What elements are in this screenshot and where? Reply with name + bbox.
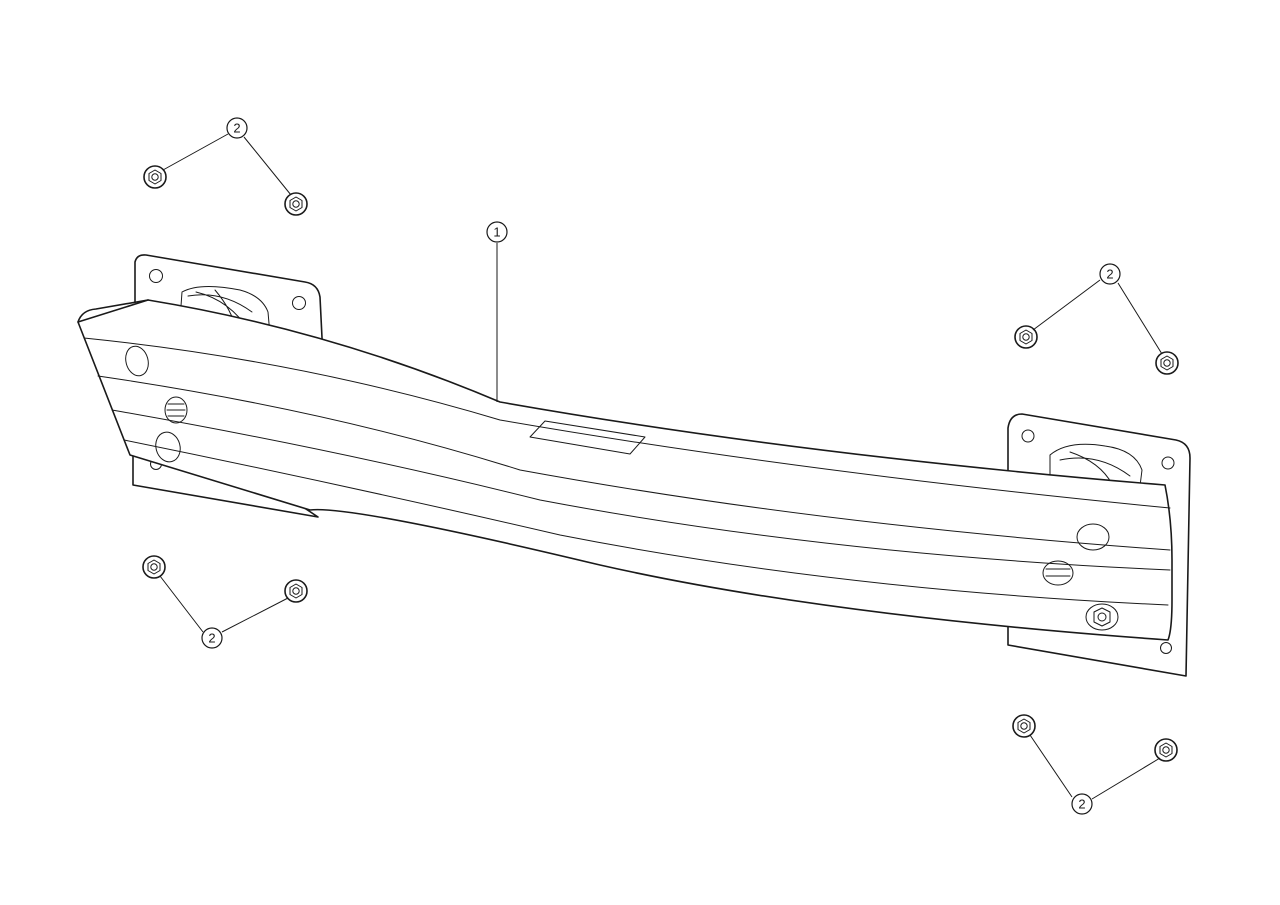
- callout-2-bottom-left: 2: [201, 627, 223, 649]
- flange-nut: [284, 579, 308, 603]
- callout-2-label: 2: [1078, 797, 1085, 812]
- flange-nut-group-bottom-left: [142, 555, 308, 603]
- callout-2-right-upper: 2: [1099, 263, 1121, 285]
- flange-nut: [143, 165, 167, 189]
- callout-2-bottom-right: 2: [1071, 793, 1093, 815]
- flange-nut-group-right-upper: [1014, 325, 1179, 375]
- flange-nut: [284, 192, 308, 216]
- callout-2-label: 2: [208, 631, 215, 646]
- flange-nut: [142, 555, 166, 579]
- leader-lines: [159, 133, 1163, 800]
- flange-nut-group-top-left: [143, 165, 308, 216]
- callout-1: 1: [486, 221, 508, 243]
- flange-nut: [1154, 738, 1178, 762]
- callout-2-label: 2: [1106, 267, 1113, 282]
- flange-nut: [1012, 714, 1036, 738]
- flange-nut: [1014, 325, 1038, 349]
- callout-2-top-left: 2: [226, 117, 248, 139]
- flange-nut: [1155, 351, 1179, 375]
- flange-nut-group-bottom-right: [1012, 714, 1178, 762]
- callout-2-label: 2: [233, 121, 240, 136]
- callout-1-label: 1: [493, 225, 500, 240]
- bumper-reinforcement-beam: [77, 299, 1173, 641]
